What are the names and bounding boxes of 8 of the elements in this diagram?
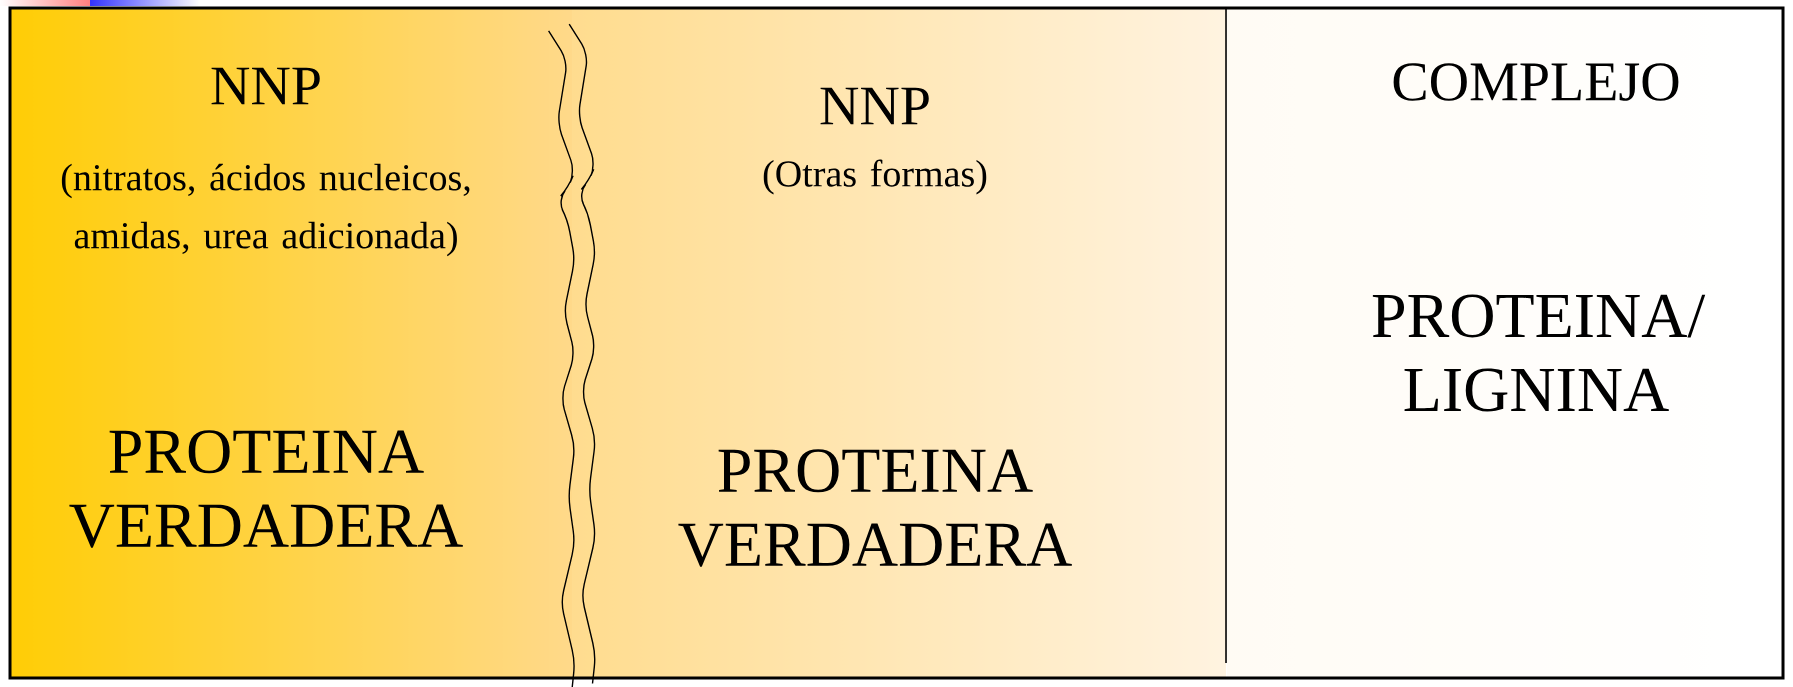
heading: PROTEINA/ LIGNINA — [1372, 294, 1706, 412]
heading: COMPLEJO — [1393, 63, 1679, 101]
description: (nitratos, ácidos nucleicos, amidas, urea adicionada) — [61, 163, 470, 257]
heading: NNP — [211, 67, 320, 105]
heading: PROTEINA VERDADERA — [678, 449, 1072, 567]
description: (Otras formas) — [763, 159, 987, 195]
heading: NNP — [820, 87, 929, 125]
heading: PROTEINA VERDADERA — [69, 430, 463, 548]
